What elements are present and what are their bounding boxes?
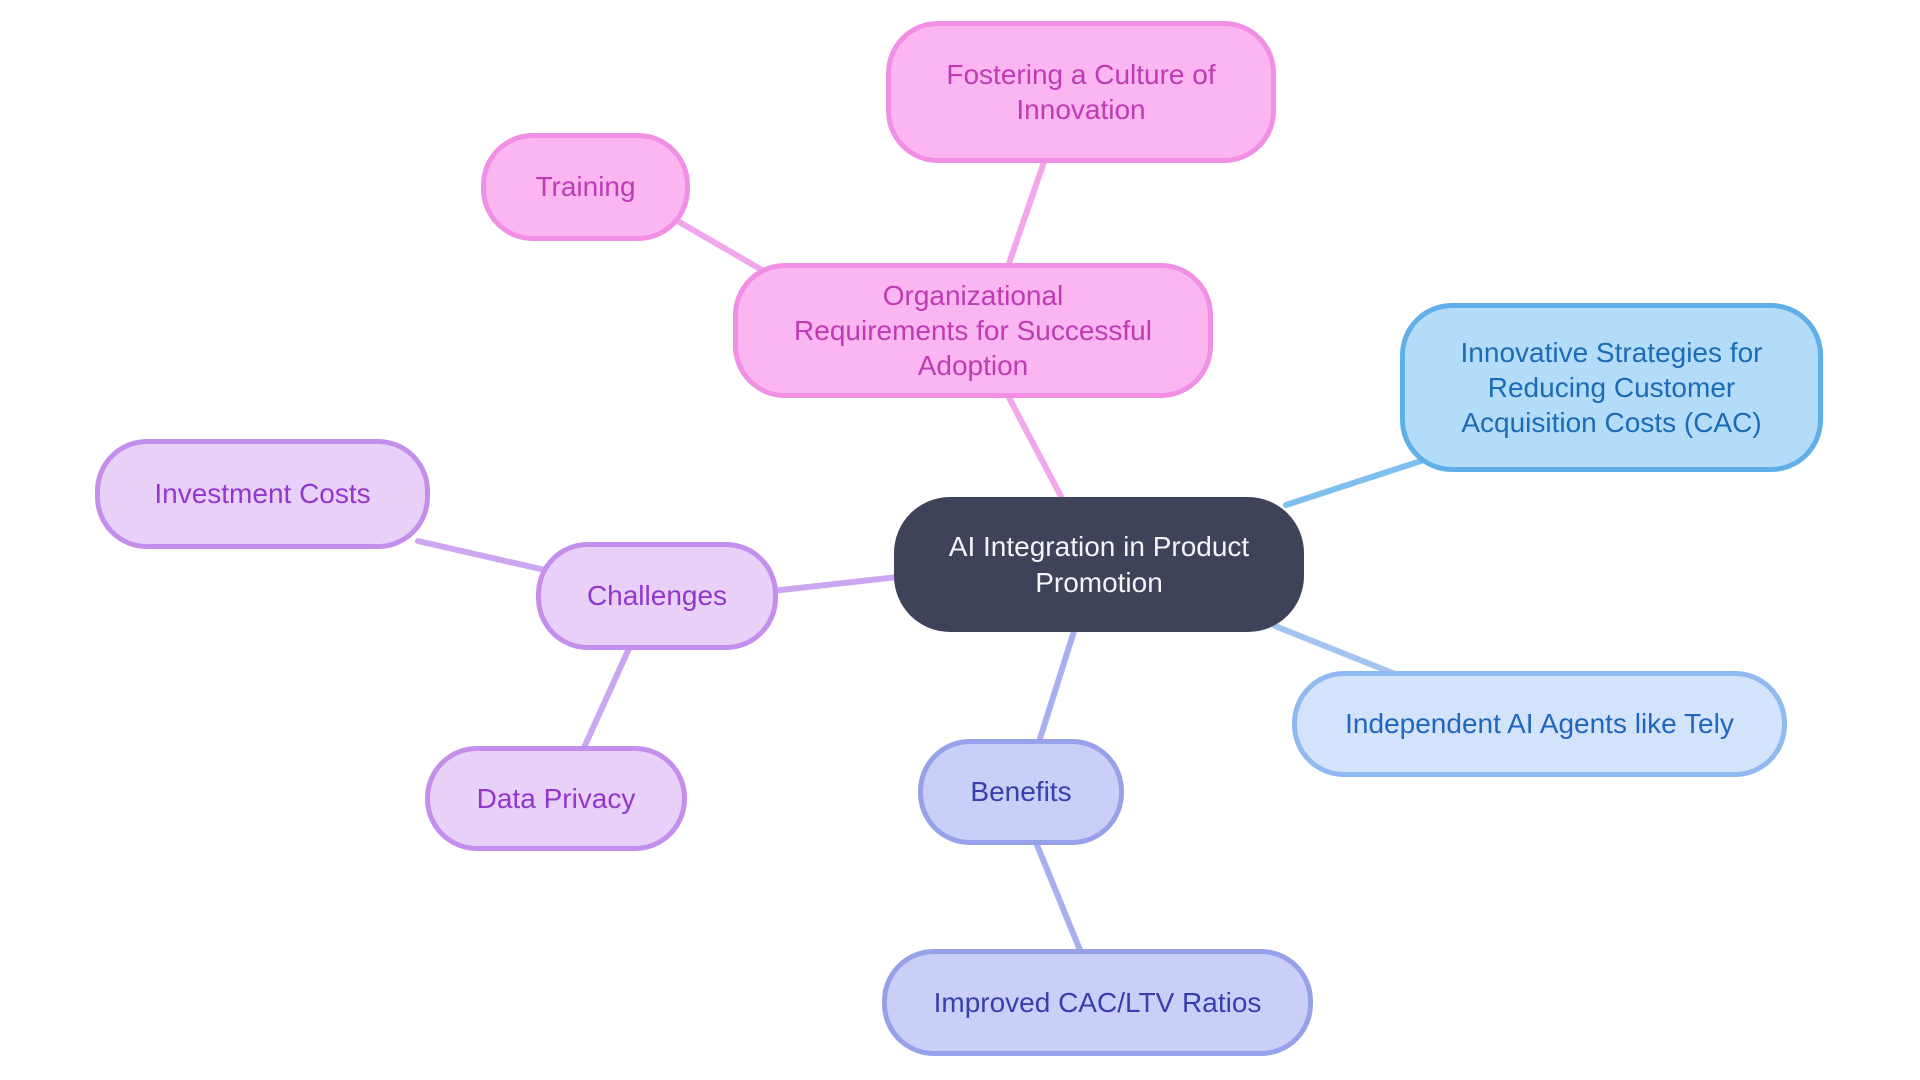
node-independent-ai-agents[interactable]: Independent AI Agents like Tely (1292, 671, 1787, 777)
edge-benefits-improved (1032, 837, 1085, 958)
edge-org-training (659, 209, 765, 273)
node-training[interactable]: Training (481, 133, 690, 241)
node-challenges[interactable]: Challenges (536, 542, 778, 650)
node-organizational-requirements[interactable]: Organizational Requirements for Successf… (733, 263, 1213, 398)
edge-center-challenges (769, 574, 901, 594)
node-label: Benefits (970, 776, 1072, 808)
edge-center-org (1004, 391, 1067, 505)
node-label: Data Privacy (476, 782, 636, 814)
node-benefits[interactable]: Benefits (918, 739, 1124, 845)
edge-center-benefits (1035, 625, 1078, 748)
node-innovative-strategies-cac[interactable]: Innovative Strategies for Reducing Custo… (1400, 303, 1823, 472)
node-data-privacy[interactable]: Data Privacy (425, 746, 687, 851)
node-label: Innovative Strategies for Reducing Custo… (1460, 336, 1763, 439)
edge-challenges-investment (415, 538, 548, 573)
edge-challenges-privacy (579, 641, 634, 755)
node-label: Challenges (586, 580, 728, 612)
edge-center-innovative (1283, 455, 1433, 508)
node-investment-costs[interactable]: Investment Costs (95, 439, 430, 549)
edge-center-independent (1272, 623, 1403, 679)
node-label: Fostering a Culture of Innovation (946, 58, 1216, 125)
node-label: Improved CAC/LTV Ratios (933, 986, 1262, 1018)
node-label: Training (535, 171, 636, 203)
node-label: AI Integration in Product Promotion (948, 531, 1250, 598)
node-improved-cac-ltv-ratios[interactable]: Improved CAC/LTV Ratios (882, 949, 1313, 1056)
node-label: Organizational Requirements for Successf… (794, 279, 1152, 382)
node-label: Investment Costs (154, 478, 371, 510)
node-fostering-culture-of-innovation[interactable]: Fostering a Culture of Innovation (886, 21, 1276, 163)
node-ai-integration-root[interactable]: AI Integration in Product Promotion (894, 497, 1304, 632)
node-label: Independent AI Agents like Tely (1345, 708, 1734, 740)
edge-org-fostering (1003, 153, 1049, 275)
